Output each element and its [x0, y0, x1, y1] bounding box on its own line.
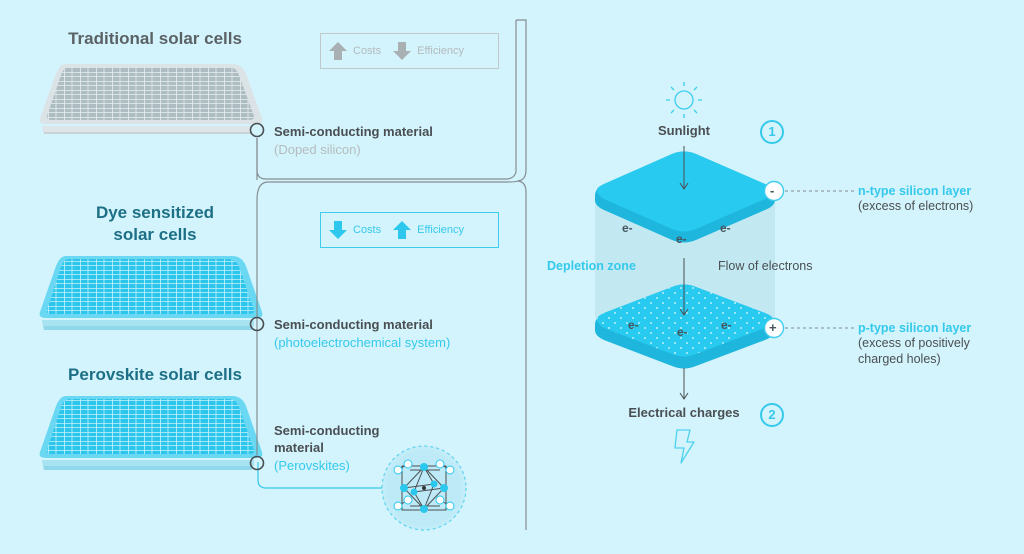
material-label-traditional: Semi-conducting material [274, 124, 433, 139]
legend-item-efficiency-up: Efficiency [393, 220, 464, 240]
p-type-annotation: p-type silicon layer (excess of positive… [858, 321, 971, 367]
connector-node-3 [249, 455, 265, 471]
legend-label: Efficiency [417, 45, 464, 57]
arrow-up-icon [393, 221, 412, 239]
lightning-icon [674, 429, 695, 464]
title-traditional: Traditional solar cells [68, 29, 242, 48]
material-detail-traditional: (Doped silicon) [274, 142, 361, 157]
n-type-layer [595, 151, 775, 243]
p-sign-circle [763, 317, 785, 339]
connector-node-1 [249, 122, 265, 138]
title-line: Dye sensitized [95, 203, 215, 222]
title-perovskite: Perovskite solar cells [68, 365, 242, 384]
p-type-title: p-type silicon layer [858, 321, 972, 335]
legend-dye-sensitized: Costs Efficiency [320, 212, 499, 248]
bracket-lines [256, 19, 527, 530]
legend-traditional: Costs Efficiency [320, 33, 499, 69]
material-detail-perovskite: (Perovskites) [274, 458, 350, 473]
material-label-perovskite: Semi-conducting material [274, 422, 379, 456]
step-2-badge: 2 [760, 403, 784, 427]
sunlight-label: Sunlight [658, 123, 710, 138]
material-label-dye: Semi-conducting material [274, 317, 433, 332]
material-detail-dye: (photoelectrochemical system) [274, 335, 451, 350]
electron-label: e- [628, 318, 639, 332]
n-sign: - [770, 183, 775, 198]
flow-arrows [679, 146, 689, 400]
n-sign-circle [763, 180, 785, 202]
traditional-solar-panel [39, 64, 263, 134]
n-type-annotation: n-type silicon layer (excess of electron… [858, 184, 973, 214]
title-dye-sensitized: Dye sensitized solar cells [40, 202, 270, 246]
n-type-title: n-type silicon layer [858, 184, 972, 198]
electrical-charges-label: Electrical charges [628, 405, 740, 420]
p-sign: + [769, 320, 777, 335]
p-type-layer [595, 284, 775, 369]
arrow-up-icon [329, 42, 347, 60]
perovskite-connector [257, 462, 384, 489]
perovskite-solar-panel [39, 396, 263, 470]
n-type-note: (excess of electrons) [858, 199, 974, 213]
step-1-badge: 1 [760, 120, 784, 144]
electron-label: e- [721, 318, 732, 332]
depletion-zone-label: Depletion zone [547, 259, 636, 273]
flow-of-electrons-label: Flow of electrons [718, 259, 813, 273]
legend-label: Costs [353, 45, 382, 57]
legend-item-costs-down: Costs [329, 220, 381, 240]
legend-label: Efficiency [417, 224, 464, 236]
electron-label: e- [622, 221, 633, 235]
electron-label: e- [676, 232, 687, 246]
p-type-note: charged holes) [858, 352, 941, 366]
title-line: solar cells [113, 225, 197, 244]
connector-node-2 [249, 316, 265, 332]
electron-label: e- [720, 221, 731, 235]
legend-label: Costs [353, 224, 382, 236]
label-line: Semi-conducting [274, 423, 380, 438]
label-line: material [274, 440, 324, 455]
arrow-down-icon [393, 42, 412, 60]
dye-sensitized-solar-panel [39, 256, 263, 330]
arrow-down-icon [329, 221, 347, 239]
electron-label: e- [677, 325, 688, 339]
p-type-note: (excess of positively [858, 336, 970, 350]
legend-item-efficiency-down: Efficiency [393, 41, 464, 61]
legend-item-costs-up: Costs [329, 41, 381, 61]
sun-icon [666, 82, 702, 118]
perovskite-crystal-icon [381, 445, 467, 531]
